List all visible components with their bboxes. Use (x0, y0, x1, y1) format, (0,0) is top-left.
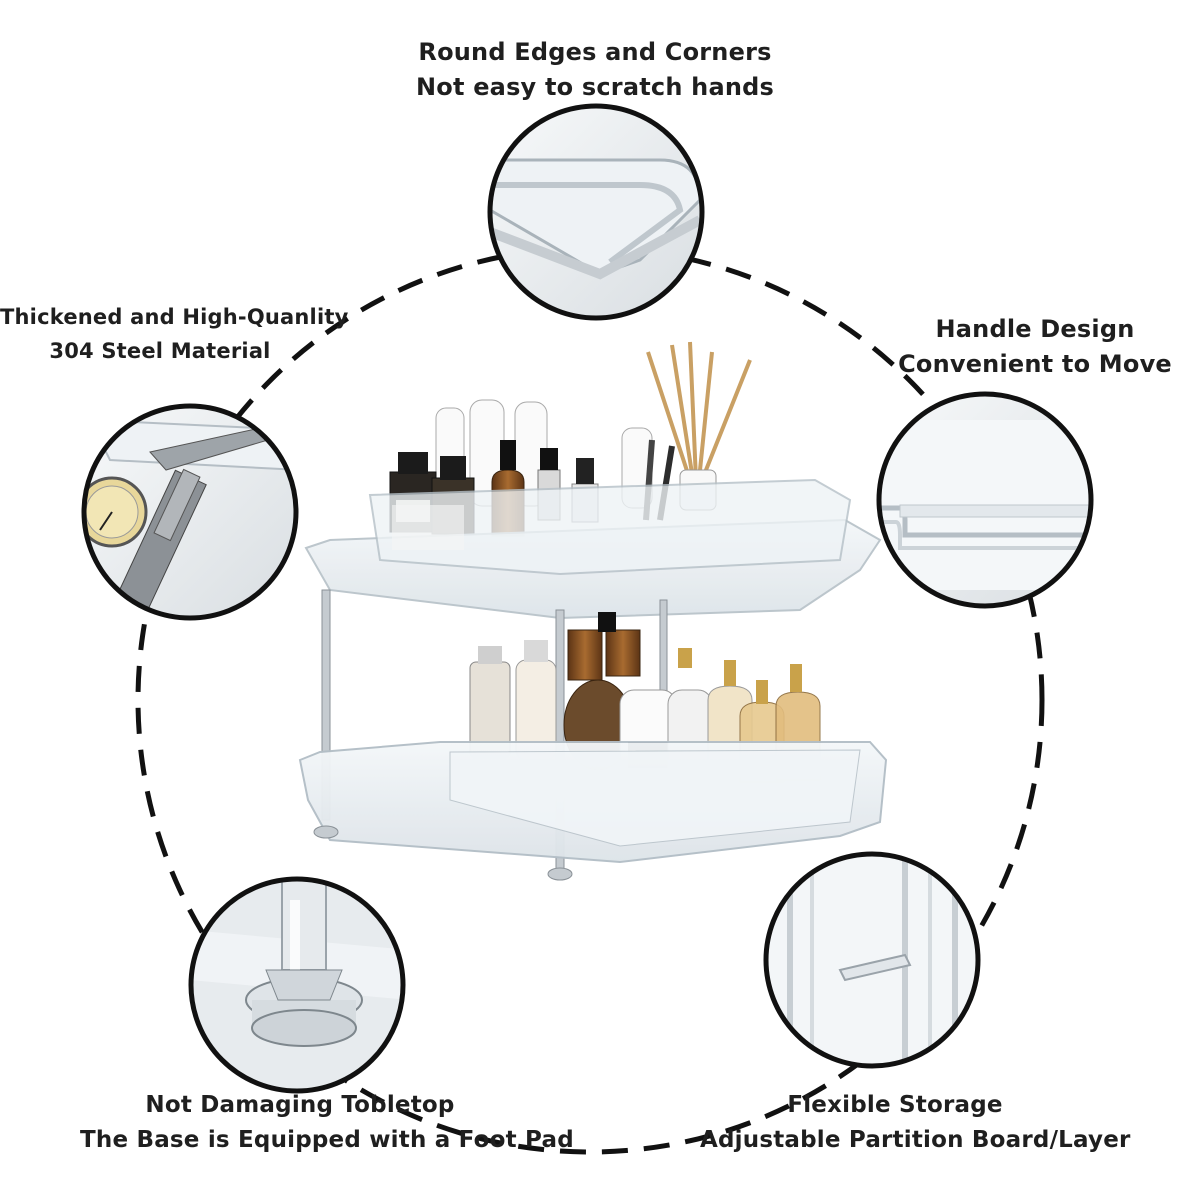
detail-circle-foot (188, 876, 406, 1094)
detail-circle-partition (763, 851, 981, 1069)
caption-round-edges: Round Edges and Corners Not easy to scra… (395, 35, 795, 105)
caption-line: Thickened and High-Quanlity (0, 305, 349, 329)
detail-circle-caliper (81, 403, 299, 621)
caption-line: 304 Steel Material (49, 339, 271, 363)
caption-line: Not easy to scratch hands (416, 73, 774, 101)
caption-line: Round Edges and Corners (418, 38, 772, 66)
dashed-ring (135, 245, 1045, 1155)
caption-line: Convenient to Move (898, 350, 1172, 378)
caption-line: The Base is Equipped with a Foot Pad (80, 1127, 574, 1153)
caption-steel-material: Thickened and High-Quanlity 304 Steel Ma… (0, 300, 349, 368)
caption-handle-design: Handle Design Convenient to Move (895, 312, 1175, 382)
caption-line: Adjustable Partition Board/Layer (700, 1127, 1131, 1153)
caption-line: Handle Design (935, 315, 1135, 343)
detail-circle-corner (487, 103, 705, 321)
caption-flexible-storage: Flexible Storage Adjustable Partition Bo… (700, 1088, 1131, 1158)
detail-circle-handle (876, 391, 1094, 609)
caption-line: Not Damaging Tobletop (145, 1092, 455, 1118)
caption-line: Flexible Storage (787, 1092, 1003, 1118)
product-image (298, 341, 888, 881)
caption-foot-pad: Not Damaging Tobletop The Base is Equipp… (80, 1088, 574, 1158)
